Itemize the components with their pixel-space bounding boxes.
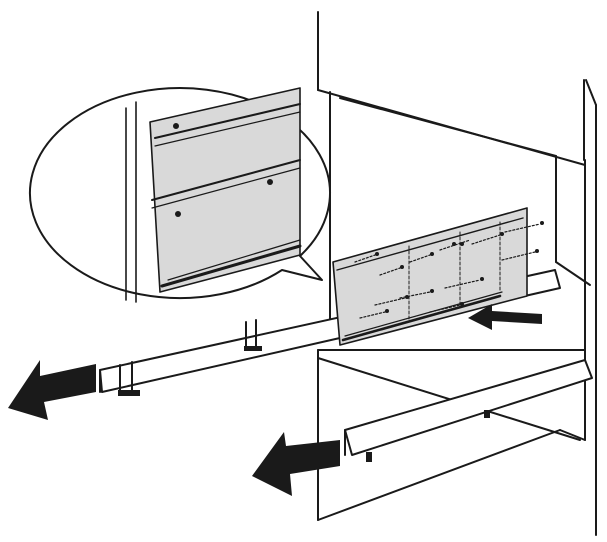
lower-rail [344,359,593,462]
push-arrow-icon [468,304,542,330]
screw-heads [375,221,544,313]
pull-arrow-lower-icon [252,432,340,496]
mounting-bracket [332,207,528,346]
detail-magnifier [28,87,331,303]
pull-arrow-upper-icon [8,360,96,420]
cabinet-frame [317,11,597,536]
